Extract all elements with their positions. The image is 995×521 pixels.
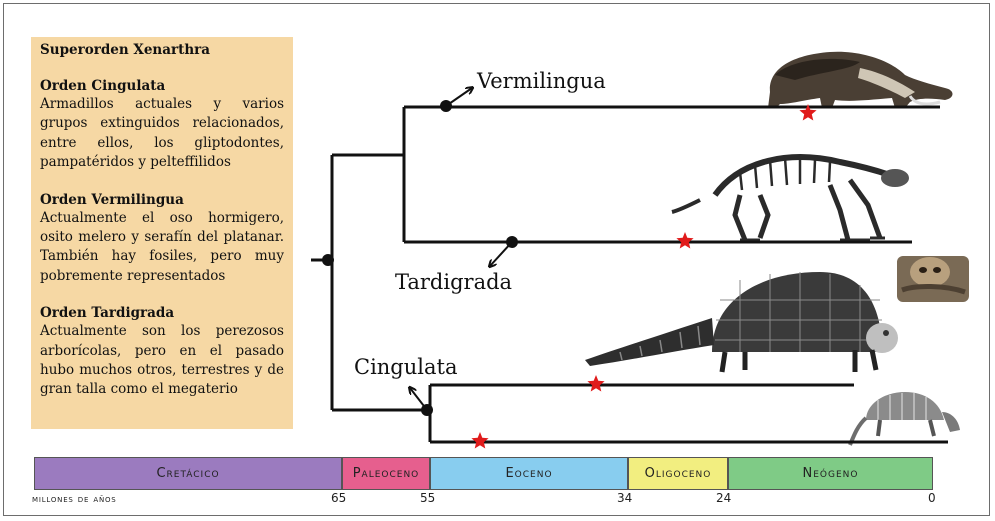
period-neogeno: Neógeno <box>728 457 933 490</box>
period-cretacico: Cretácico <box>34 457 342 490</box>
period-eoceno: Eoceno <box>430 457 628 490</box>
star-icon <box>471 432 488 449</box>
tree-sloth-image <box>897 256 969 302</box>
root-node-dot <box>322 254 334 266</box>
period-oligoceno: Oligoceno <box>628 457 728 490</box>
armadillo-image <box>850 392 960 445</box>
tardigrada-arrow-icon <box>490 242 512 266</box>
glyptodont-image <box>585 272 898 372</box>
clade-label-tardigrada: Tardigrada <box>395 270 512 294</box>
clade-label-cingulata: Cingulata <box>354 355 457 379</box>
star-icon <box>587 375 604 392</box>
cingulata-arrow-icon <box>410 388 427 410</box>
tick-label: 0 <box>928 491 936 505</box>
tick-label: 24 <box>716 491 731 505</box>
giant-anteater-image <box>768 52 953 108</box>
tick-label: 65 <box>331 491 346 505</box>
star-icon <box>676 232 693 249</box>
period-paleoceno: Paleoceno <box>342 457 430 490</box>
fossil-star-markers <box>471 104 816 449</box>
tick-label: 34 <box>617 491 632 505</box>
axis-label: millones de años <box>32 493 117 505</box>
ground-sloth-skeleton-image <box>672 157 909 240</box>
clade-label-vermilingua: Vermilingua <box>477 69 606 93</box>
vermilingua-arrow-icon <box>446 88 472 106</box>
tick-label: 55 <box>420 491 435 505</box>
